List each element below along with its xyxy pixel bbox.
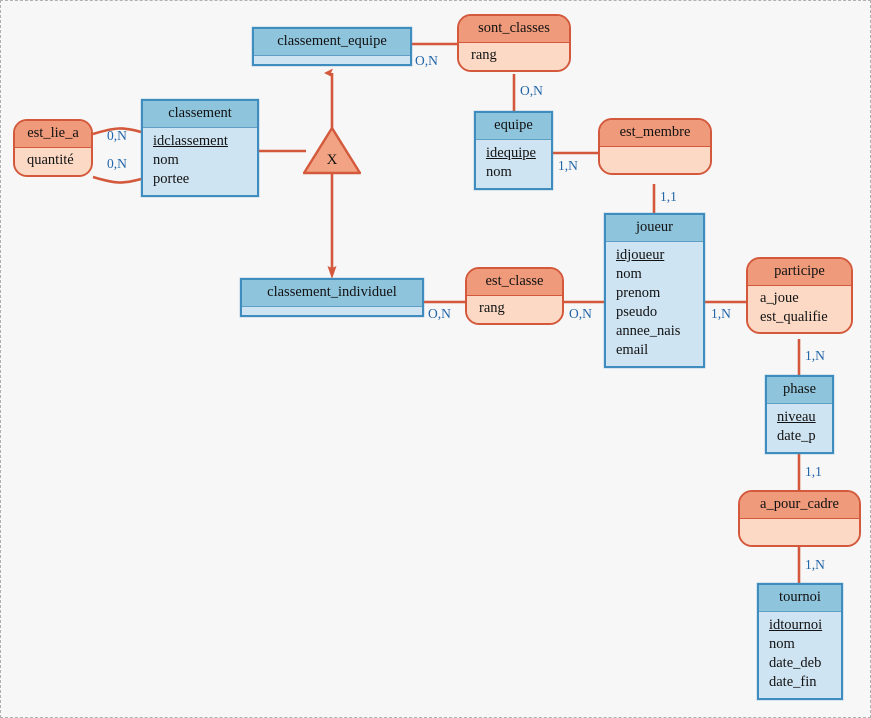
attribute: date_deb bbox=[769, 654, 822, 671]
attribute: nom bbox=[486, 163, 512, 180]
attribute-pk: idjoueur bbox=[616, 246, 665, 263]
attribute: pseudo bbox=[616, 304, 658, 321]
attribute: nom bbox=[153, 151, 179, 168]
cardinality-apourcadre-tournoi: 1,N bbox=[805, 557, 825, 572]
cardinality-sontclasses-equipe: O,N bbox=[520, 83, 543, 98]
relation-attributes: a_joue est_qualifie bbox=[748, 285, 851, 332]
relation-attributes: rang bbox=[467, 295, 562, 323]
relation-attributes: quantité bbox=[15, 147, 91, 175]
attribute: prenom bbox=[616, 284, 661, 301]
relation-est-classe[interactable]: est_classe rang bbox=[465, 267, 564, 325]
cardinality-equipe-estmembre: 1,N bbox=[558, 158, 578, 173]
attribute-pk: idtournoi bbox=[769, 616, 823, 633]
relation-est-lie-a[interactable]: est_lie_a quantité bbox=[13, 119, 93, 177]
attribute: a_joue bbox=[760, 289, 799, 306]
relation-title: participe bbox=[748, 259, 851, 286]
cardinality-classementindividuel-estclasse: O,N bbox=[428, 306, 451, 321]
entity-tournoi[interactable]: tournoi idtournoi nom date_deb date_fin bbox=[757, 583, 843, 701]
entity-attributes: idclassement nom portee bbox=[143, 127, 257, 196]
relation-attributes bbox=[600, 146, 710, 173]
entity-title: joueur bbox=[606, 215, 703, 242]
entity-attributes: niveau date_p bbox=[767, 403, 832, 452]
cardinality-estliea-classement-a: 0,N bbox=[107, 128, 127, 143]
entity-attributes: idequipe nom bbox=[476, 139, 551, 188]
attribute: portee bbox=[153, 170, 190, 187]
attribute-pk: idequipe bbox=[486, 144, 536, 161]
entity-title: classement_individuel bbox=[242, 280, 422, 307]
attribute: nom bbox=[769, 635, 795, 652]
entity-title: phase bbox=[767, 377, 832, 404]
triangle-icon bbox=[302, 126, 362, 175]
entity-attributes: idtournoi nom date_deb date_fin bbox=[759, 611, 841, 699]
attribute: date_p bbox=[777, 427, 816, 444]
attribute: email bbox=[616, 342, 649, 359]
relation-attributes bbox=[740, 518, 859, 545]
link-estliea-classement-b bbox=[92, 175, 142, 184]
relation-participe[interactable]: participe a_joue est_qualifie bbox=[746, 257, 853, 334]
attribute: rang bbox=[479, 299, 505, 316]
relation-title: est_classe bbox=[467, 269, 562, 296]
attribute: annee_nais bbox=[616, 323, 681, 340]
attribute-pk: idclassement bbox=[153, 132, 228, 149]
entity-classement-equipe[interactable]: classement_equipe bbox=[252, 27, 412, 66]
entity-equipe[interactable]: equipe idequipe nom bbox=[474, 111, 553, 190]
entity-joueur[interactable]: joueur idjoueur nom prenom pseudo annee_… bbox=[604, 213, 705, 369]
cardinality-joueur-participe: 1,N bbox=[711, 306, 731, 321]
entity-title: classement_equipe bbox=[254, 29, 410, 56]
relation-attributes: rang bbox=[459, 42, 569, 70]
entity-title: classement bbox=[143, 101, 257, 128]
attribute: rang bbox=[471, 46, 497, 63]
entity-attributes bbox=[254, 55, 410, 64]
relation-title: est_lie_a bbox=[15, 121, 91, 148]
relation-est-membre[interactable]: est_membre bbox=[598, 118, 712, 175]
cardinality-estliea-classement-b: 0,N bbox=[107, 156, 127, 171]
inheritance-x-symbol[interactable]: X bbox=[302, 126, 362, 175]
attribute-pk: niveau bbox=[777, 408, 816, 425]
cardinality-estclasse-joueur: O,N bbox=[569, 306, 592, 321]
attribute: nom bbox=[616, 265, 642, 282]
entity-title: equipe bbox=[476, 113, 551, 140]
cardinality-classementequipe-sontclasses: O,N bbox=[415, 53, 438, 68]
inheritance-label: X bbox=[326, 152, 338, 168]
cardinality-estmembre-joueur: 1,1 bbox=[660, 189, 677, 204]
relation-title: a_pour_cadre bbox=[740, 492, 859, 519]
attribute: quantité bbox=[27, 151, 74, 168]
relation-title: sont_classes bbox=[459, 16, 569, 43]
entity-attributes: idjoueur nom prenom pseudo annee_nais em… bbox=[606, 241, 703, 367]
entity-classement[interactable]: classement idclassement nom portee bbox=[141, 99, 259, 198]
cardinality-participe-phase: 1,N bbox=[805, 348, 825, 363]
cardinality-phase-apourcadre: 1,1 bbox=[805, 464, 822, 479]
relation-title: est_membre bbox=[600, 120, 710, 147]
entity-classement-individuel[interactable]: classement_individuel bbox=[240, 278, 424, 317]
attribute: est_qualifie bbox=[760, 308, 828, 325]
attribute: date_fin bbox=[769, 674, 817, 691]
entity-attributes bbox=[242, 306, 422, 315]
relation-sont-classes[interactable]: sont_classes rang bbox=[457, 14, 571, 72]
entity-phase[interactable]: phase niveau date_p bbox=[765, 375, 834, 454]
entity-title: tournoi bbox=[759, 585, 841, 612]
relation-a-pour-cadre[interactable]: a_pour_cadre bbox=[738, 490, 861, 547]
